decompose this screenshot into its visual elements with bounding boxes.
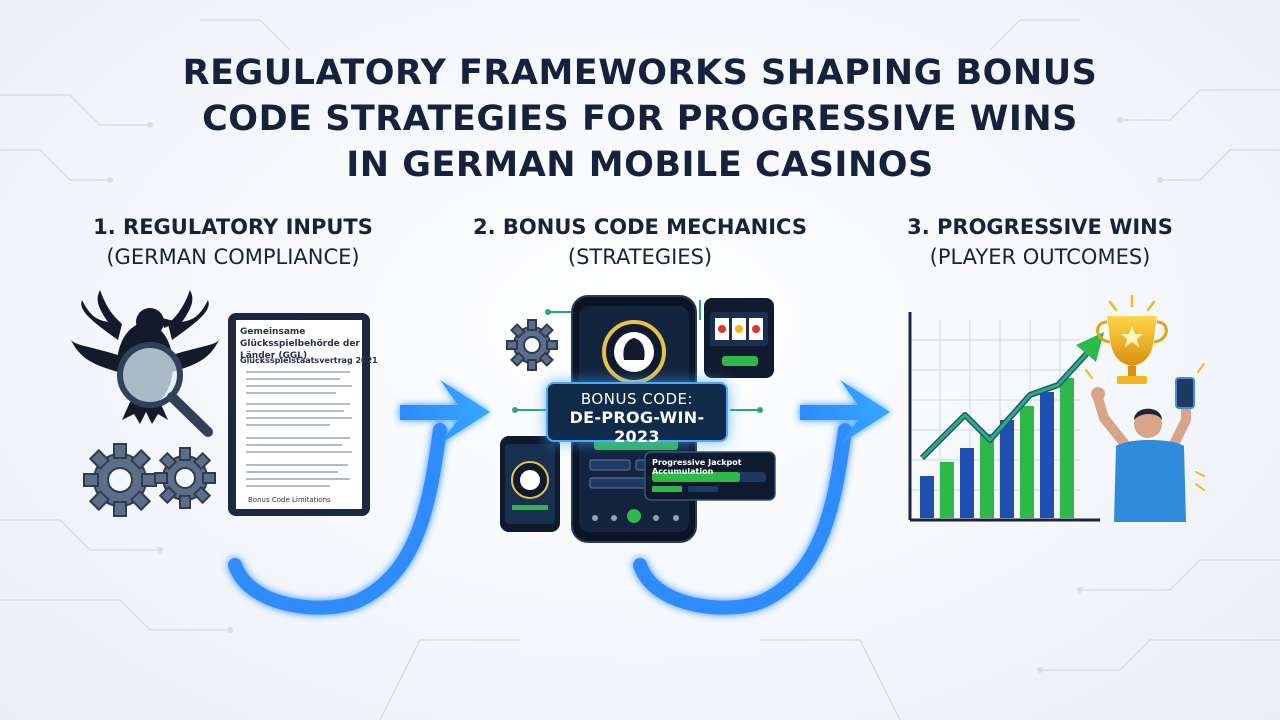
step-progressive-wins: 3. PROGRESSIVE WINS (PLAYER OUTCOMES) xyxy=(850,212,1230,272)
chart-bar xyxy=(980,434,994,518)
flow-arrow-1 xyxy=(228,380,490,615)
bonus-code-label: BONUS CODE: xyxy=(580,390,694,408)
slot-machine-icon xyxy=(704,298,774,378)
chart-bar xyxy=(940,462,954,518)
chart-bar xyxy=(1020,406,1034,518)
jackpot-panel xyxy=(644,451,776,501)
title-line-1: REGULATORY FRAMEWORKS SHAPING BONUS xyxy=(182,53,1098,93)
document-title: Gemeinsame Glücksspielbehörde der Länder… xyxy=(240,327,360,361)
circuit-connectors xyxy=(515,300,760,411)
title-line-2: CODE STRATEGIES FOR PROGRESSIVE WINS xyxy=(202,99,1078,139)
step-subheading: (GERMAN COMPLIANCE) xyxy=(106,245,360,269)
trophy-icon xyxy=(1096,294,1168,384)
document-footer: Bonus Code Limitations xyxy=(248,496,331,504)
regulation-document xyxy=(228,313,370,516)
step-heading: 1. REGULATORY INPUTS xyxy=(93,215,373,239)
step-heading: 2. BONUS CODE MECHANICS xyxy=(473,215,807,239)
chart-bar xyxy=(960,448,974,518)
step-bonus-code-mechanics: 2. BONUS CODE MECHANICS (STRATEGIES) xyxy=(450,212,830,272)
chart-bar xyxy=(1000,420,1014,518)
chart-bar xyxy=(920,476,934,518)
bonus-code-box: BONUS CODE: DE-PROG-WIN-2023 xyxy=(546,382,728,446)
gears-icon xyxy=(83,443,216,517)
step-subheading: (STRATEGIES) xyxy=(567,245,713,269)
document-subtitle: Glücksspielstaatsvertrag 2021 xyxy=(240,356,378,365)
title-line-3: IN GERMAN MOBILE CASINOS xyxy=(346,145,934,185)
chart-bar xyxy=(1040,392,1054,518)
page-title: REGULATORY FRAMEWORKS SHAPING BONUS CODE… xyxy=(140,50,1140,188)
small-phone-icon xyxy=(500,436,560,532)
step-regulatory-inputs: 1. REGULATORY INPUTS (GERMAN COMPLIANCE) xyxy=(43,212,423,272)
jackpot-label: Progressive Jackpot Accumulation xyxy=(652,458,742,476)
flow-arrow-2 xyxy=(633,380,890,615)
celebrating-player-icon xyxy=(1085,363,1205,522)
strategy-gear-icon xyxy=(506,319,558,371)
progressive-win-chart xyxy=(908,312,1104,522)
chart-bar xyxy=(1060,378,1074,518)
step-heading: 3. PROGRESSIVE WINS xyxy=(907,215,1173,239)
bonus-code-value: DE-PROG-WIN-2023 xyxy=(569,408,705,446)
step-subheading: (PLAYER OUTCOMES) xyxy=(929,245,1151,269)
magnifier-icon xyxy=(117,342,213,437)
